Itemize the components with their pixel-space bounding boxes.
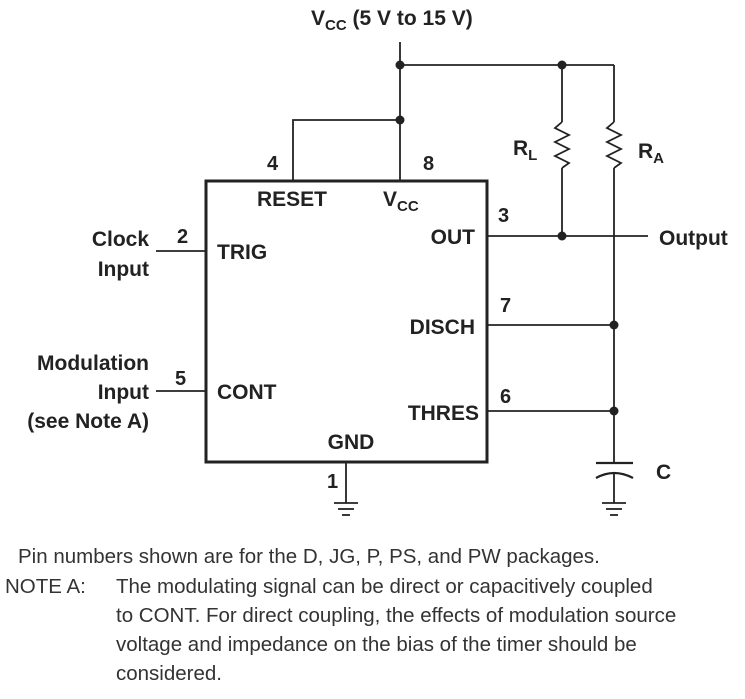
output-label: Output <box>659 227 728 250</box>
trig-pin-label: TRIG <box>217 241 267 264</box>
junction-dot <box>609 406 619 416</box>
pin-4-number: 4 <box>267 153 279 175</box>
note-a-line-3: voltage and impedance on the bias of the… <box>116 633 637 656</box>
pin-8-number: 8 <box>423 153 434 175</box>
out-pin-label: OUT <box>431 226 476 249</box>
pin-2-number: 2 <box>177 226 188 248</box>
clock-input-label-line2: Input <box>98 258 149 281</box>
capacitor-label: C <box>656 461 671 484</box>
note-a-line-1: The modulating signal can be direct or c… <box>116 575 653 598</box>
vcc-pin-label: VCC <box>383 188 419 215</box>
disch-pin-label: DISCH <box>410 316 475 339</box>
pin-7-number: 7 <box>500 295 511 317</box>
modulation-input-label-line2: Input <box>98 381 149 404</box>
pin-5-number: 5 <box>175 368 186 390</box>
pin-3-number: 3 <box>498 205 509 227</box>
reset-wire <box>292 119 400 181</box>
note-a-line-4: considered. <box>116 662 222 685</box>
pin-1-number: 1 <box>327 471 338 493</box>
note-a-label: NOTE A: <box>5 575 86 598</box>
junction-dot <box>395 60 405 70</box>
modulation-input-label-line1: Modulation <box>37 352 149 375</box>
vcc-supply-label: VCC (5 V to 15 V) <box>311 7 473 34</box>
clock-input-label-line1: Clock <box>92 228 150 251</box>
gnd-pin-label: GND <box>328 431 375 454</box>
note-a-line-2: to CONT. For direct coupling, the effect… <box>116 604 677 627</box>
pin-numbers-note: Pin numbers shown are for the D, JG, P, … <box>18 545 600 568</box>
junction-dot <box>557 60 567 70</box>
ra-label: RA <box>638 140 664 167</box>
rl-resistor <box>552 121 572 169</box>
pin-6-number: 6 <box>500 386 511 408</box>
ra-resistor <box>604 121 624 169</box>
junction-dot <box>609 320 619 330</box>
junction-dot <box>395 115 405 125</box>
thres-pin-label: THRES <box>408 402 479 425</box>
reset-pin-label: RESET <box>257 188 327 211</box>
cont-pin-label: CONT <box>217 381 277 404</box>
modulation-input-label-line3: (see Note A) <box>27 410 149 433</box>
rl-label: RL <box>513 137 537 164</box>
junction-dot <box>557 231 567 241</box>
